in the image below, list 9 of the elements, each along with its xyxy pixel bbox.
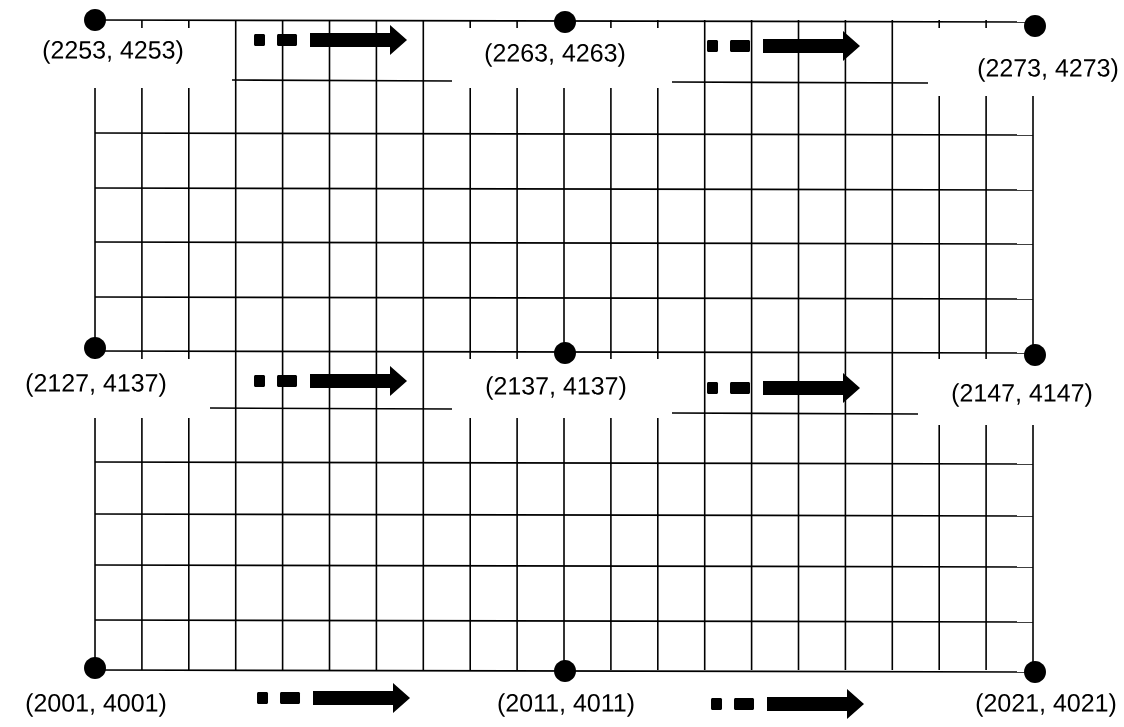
coordinate-label: (2253, 4253) bbox=[40, 38, 186, 66]
coordinate-label: (2147, 4147) bbox=[949, 381, 1095, 409]
coordinate-label: (2021, 4021) bbox=[973, 691, 1119, 719]
coordinate-label: (2011, 4011) bbox=[495, 691, 638, 719]
coordinate-label: (2137, 4137) bbox=[483, 374, 629, 402]
coordinate-label: (2263, 4263) bbox=[482, 41, 628, 69]
coordinate-label: (2273, 4273) bbox=[975, 56, 1121, 84]
coordinate-label: (2127, 4137) bbox=[23, 371, 169, 399]
coordinate-label: (2001, 4001) bbox=[23, 691, 169, 719]
